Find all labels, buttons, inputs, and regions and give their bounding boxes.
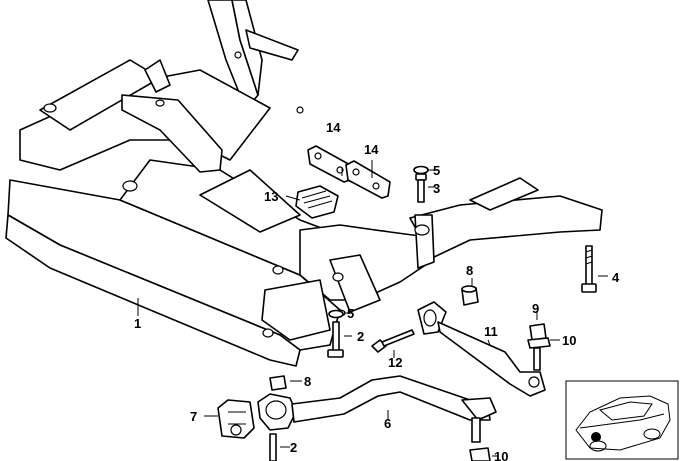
washer-part-5-lower[interactable] bbox=[328, 309, 344, 319]
bolt-part-2-lower[interactable] bbox=[269, 433, 277, 461]
bolt-part-12[interactable] bbox=[371, 329, 415, 353]
bushing-part-8-upper[interactable] bbox=[461, 285, 479, 306]
leader-lines bbox=[137, 160, 608, 457]
car-location-icon bbox=[575, 395, 671, 452]
callout-2-lower: 2 bbox=[290, 440, 297, 455]
callout-9: 9 bbox=[532, 301, 539, 316]
callout-4: 4 bbox=[612, 270, 620, 285]
bolt-part-4[interactable] bbox=[581, 245, 597, 293]
callout-8-lower: 8 bbox=[304, 374, 311, 389]
callout-14-right: 14 bbox=[364, 142, 379, 157]
callout-10-lower: 10 bbox=[494, 449, 508, 461]
bolt-part-2-upper[interactable] bbox=[327, 321, 344, 358]
callout-11: 11 bbox=[484, 324, 498, 339]
callout-13: 13 bbox=[264, 189, 278, 204]
control-arm-part-11[interactable] bbox=[417, 301, 546, 397]
callout-3: 3 bbox=[433, 181, 440, 196]
car-location-thumbnail bbox=[565, 380, 679, 460]
nut-part-10-upper[interactable] bbox=[527, 337, 551, 371]
callout-5-upper: 5 bbox=[433, 163, 440, 178]
nut-part-10-lower[interactable] bbox=[469, 447, 491, 461]
rubber-mount-part-13[interactable] bbox=[295, 185, 339, 219]
callout-labels: 1 14 14 13 5 3 4 8 5 2 12 11 9 10 8 7 6 … bbox=[134, 120, 620, 461]
bracket-part-14[interactable] bbox=[307, 145, 391, 199]
callout-10-upper: 10 bbox=[562, 333, 576, 348]
bushing-part-7[interactable] bbox=[217, 399, 255, 439]
control-arm-part-6[interactable] bbox=[257, 375, 497, 443]
callout-2-upper: 2 bbox=[357, 329, 364, 344]
callout-14-left: 14 bbox=[326, 120, 341, 135]
bushing-part-8-lower[interactable] bbox=[269, 375, 287, 391]
callout-7: 7 bbox=[190, 409, 197, 424]
callout-5-lower: 5 bbox=[347, 306, 354, 321]
bushing-part-9[interactable] bbox=[529, 323, 547, 341]
bolt-part-3[interactable] bbox=[415, 173, 427, 203]
callout-1: 1 bbox=[134, 316, 141, 331]
location-marker bbox=[591, 432, 601, 442]
callout-6: 6 bbox=[384, 416, 391, 431]
callout-8-upper: 8 bbox=[466, 263, 473, 278]
subframe-part[interactable] bbox=[5, 0, 603, 367]
washer-part-5-upper[interactable] bbox=[413, 165, 429, 175]
callout-12: 12 bbox=[388, 355, 402, 370]
